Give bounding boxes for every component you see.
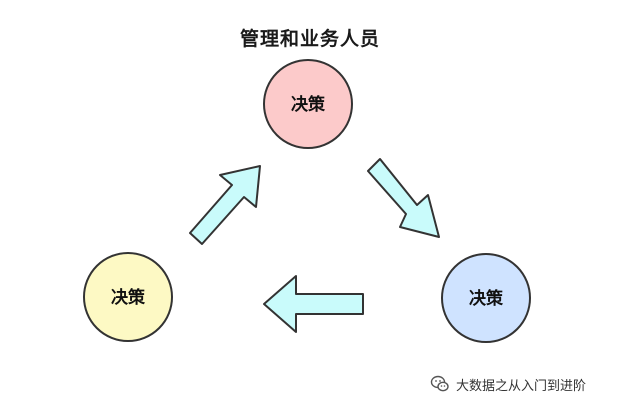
node-right: 决策 (441, 253, 531, 343)
diagram-title: 管理和业务人员 (239, 28, 380, 50)
node-left-circle (83, 252, 173, 342)
node-left: 决策 (83, 252, 173, 342)
arrow-up-right (189, 165, 261, 245)
arrow-left (263, 275, 364, 333)
node-right-label: 决策 (469, 288, 504, 309)
node-top: 决策 (263, 59, 353, 149)
wechat-icon (430, 375, 449, 392)
node-top-circle (263, 59, 353, 149)
watermark: 大数据之从入门到进阶 (430, 373, 586, 395)
node-top-label: 决策 (291, 94, 326, 115)
node-left-label: 决策 (111, 287, 146, 308)
watermark-text: 大数据之从入门到进阶 (456, 378, 587, 394)
node-right-circle (441, 253, 531, 343)
arrow-down-right (367, 158, 440, 238)
